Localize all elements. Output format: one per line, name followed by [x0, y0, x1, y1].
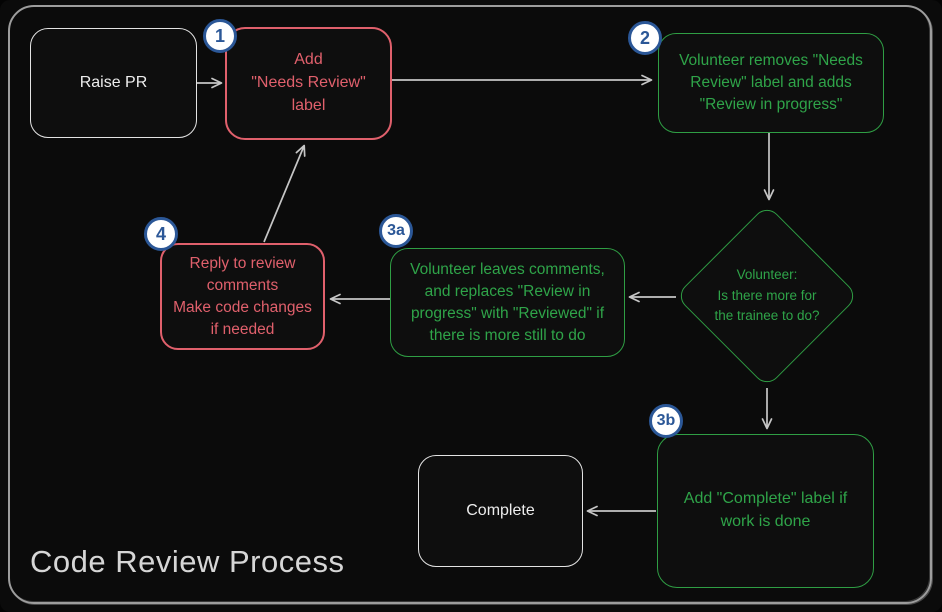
node-volunteer-removes-label-text: Volunteer removes "Needs Review" label a… — [679, 52, 863, 113]
node-add-needs-review-label: Add "Needs Review" label — [225, 27, 392, 140]
node-raise-pr: Raise PR — [30, 28, 197, 138]
node-raise-pr-label: Raise PR — [79, 73, 148, 91]
node-add-complete-label-text: Add "Complete" label if work is done — [683, 490, 848, 530]
node-add-complete-label: Add "Complete" label if work is done — [657, 434, 874, 588]
node-volunteer-removes-label: Volunteer removes "Needs Review" label a… — [658, 33, 884, 133]
step-badge-4: 4 — [144, 217, 178, 251]
node-volunteer-leaves-comments: Volunteer leaves comments, and replaces … — [390, 248, 625, 357]
node-volunteer-leaves-comments-text: Volunteer leaves comments, and replaces … — [410, 260, 605, 344]
node-add-needs-review-label-text: Add "Needs Review" label — [251, 51, 366, 114]
decision-diamond-label: Volunteer: Is there more for the trainee… — [714, 266, 820, 324]
diagram-frame — [8, 5, 932, 604]
step-badge-2: 2 — [628, 21, 662, 55]
step-badge-1: 1 — [203, 19, 237, 53]
node-reply-to-review-comments: Reply to review comments Make code chang… — [160, 243, 325, 350]
arrow-step4-to-step1 — [263, 144, 306, 243]
node-complete: Complete — [418, 455, 583, 567]
diagram-title: Code Review Process — [30, 544, 345, 579]
step-badge-3a: 3a — [379, 214, 413, 248]
node-complete-label: Complete — [466, 501, 535, 519]
node-reply-to-review-comments-text: Reply to review comments Make code chang… — [173, 254, 312, 338]
step-badge-3b: 3b — [649, 404, 683, 438]
